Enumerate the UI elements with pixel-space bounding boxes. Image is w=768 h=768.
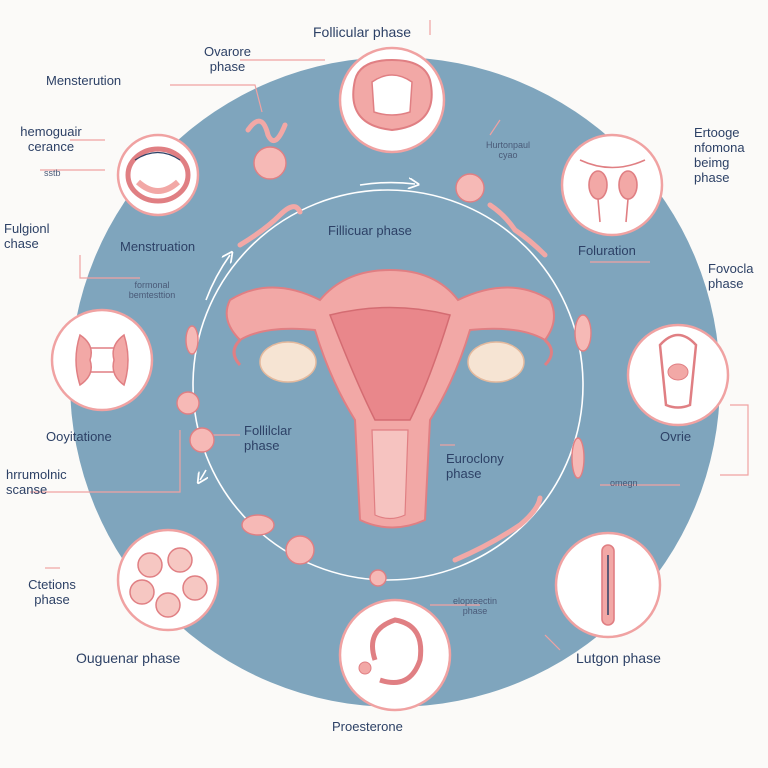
- fallopian-illustration: [579, 159, 646, 223]
- label-menstruation-top: Mensterution: [46, 73, 122, 88]
- left-ovary: [259, 341, 317, 383]
- label-proesterone: Proesterone: [332, 719, 403, 734]
- label-oguenar: Ouguenar phase: [76, 650, 181, 666]
- stage-bottom: [338, 598, 452, 712]
- label-follicular-phase-top: Follicular phase: [313, 24, 412, 40]
- label-menstruation-inner: Menstruation: [120, 239, 196, 254]
- floating-cells: [176, 146, 592, 587]
- label-ovarore-phase: Ovarore phase: [204, 44, 251, 74]
- label-hurtonpaul: Hurtonpaul cyao: [485, 140, 531, 161]
- wavy-tubes: [237, 118, 548, 563]
- tube-illustration: [601, 544, 615, 626]
- cell-division-illustration: [75, 333, 129, 387]
- label-follicular-center: Follilclar phase: [244, 423, 292, 453]
- label-fulgionl: Fulgionl chase: [4, 221, 50, 251]
- label-eloprectin: elopreectin phase: [452, 596, 498, 617]
- label-sstb: sstb: [44, 168, 61, 178]
- stage-left: [50, 308, 154, 412]
- follicle-illustration: [658, 333, 698, 409]
- uterine-wall-illustration: [352, 58, 433, 132]
- uterus-illustration: [225, 268, 555, 529]
- label-ctetions: Ctetions phase: [28, 577, 76, 607]
- right-ovary: [467, 341, 525, 383]
- cycle-ring: [192, 183, 584, 581]
- label-euroclony: Euroclony phase: [446, 451, 504, 481]
- label-ertooge: Ertooge nfomona beimg phase: [694, 125, 745, 185]
- label-foluration: Foluration: [578, 243, 636, 258]
- spiral-illustration: [358, 617, 424, 685]
- label-hemoguair: hemoguair cerance: [20, 124, 82, 154]
- label-fillicuar-phase: Fillicuar phase: [328, 223, 412, 238]
- menstruation-illustration: [125, 146, 191, 204]
- label-formonal: formonal bemtesttion: [128, 280, 176, 301]
- stage-upper-right: [560, 133, 664, 237]
- leader-lines: [30, 20, 749, 651]
- label-omegn: omegn: [610, 478, 638, 488]
- label-lutgon: Lutgon phase: [576, 650, 661, 666]
- label-fovocla: Fovocla phase: [708, 261, 754, 291]
- label-ovrie: Ovrie: [660, 429, 692, 444]
- label-oovytatione: Ooyitatione: [46, 429, 112, 444]
- cell-cluster-illustration: [129, 547, 208, 618]
- label-hrrumolnic: hrrumolnic scanse: [6, 467, 67, 497]
